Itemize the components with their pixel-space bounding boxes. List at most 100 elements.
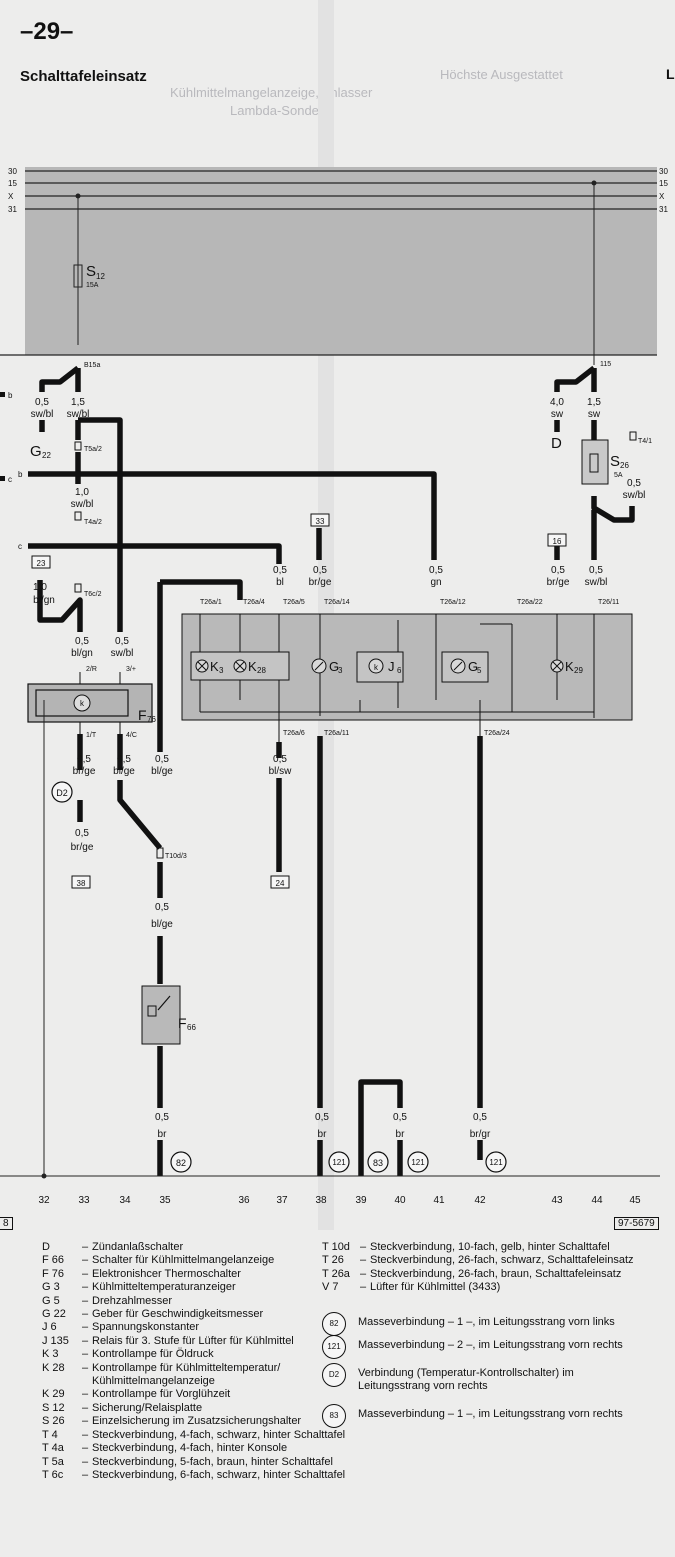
wire-w17-color: sw/bl xyxy=(585,577,608,588)
legend-left-item-text: Relais für 3. Stufe für Lüfter für Kühlm… xyxy=(92,1334,294,1347)
legend-left-item-dash: – xyxy=(82,1415,89,1428)
wire-w15-size: 0,5 xyxy=(429,565,443,576)
mass-text-d2: Verbindung (Temperatur-Kontrollschalter)… xyxy=(358,1367,574,1379)
legend-left-item-code: K 29 xyxy=(42,1388,65,1401)
component-g5-sub: 5 xyxy=(477,666,482,675)
wire-w15-color: gn xyxy=(430,577,441,588)
wire-w10-color: br/ge xyxy=(71,842,94,853)
wire-w13-color: bl xyxy=(276,577,284,588)
wire-line-b xyxy=(28,471,437,560)
junction-d2 xyxy=(51,781,73,803)
legend-left-item-dash xyxy=(82,1375,92,1388)
component-legend-right: T 10d–Steckverbindung, 10-fach, gelb, hi… xyxy=(322,1241,634,1295)
connector-t10d3-icon xyxy=(156,847,164,859)
ref-38: 38 xyxy=(77,879,86,888)
current-path-number: 42 xyxy=(474,1195,486,1206)
legend-left-item-code: K 28 xyxy=(42,1361,65,1374)
bus-lines xyxy=(0,170,657,356)
legend-right-item-row: T 26–Steckverbindung, 26-fach, schwarz, … xyxy=(322,1254,634,1267)
gauge-g5-needle xyxy=(453,661,463,671)
edge-label-c: c xyxy=(8,475,12,484)
legend-left-item-row: F 66–Schalter für Kühlmittelmangelanzeig… xyxy=(42,1254,345,1267)
mass-symbol-83: 83 xyxy=(322,1404,346,1428)
ground-83-label: 83 xyxy=(373,1158,383,1168)
connector-t5a2: T5a/2 xyxy=(84,446,102,453)
fuse-s12-name: S xyxy=(86,263,96,280)
legend-left-item-text: Steckverbindung, 4-fach, schwarz, hinter… xyxy=(92,1428,346,1441)
legend-left-item-code: T 5a xyxy=(42,1455,64,1468)
current-path-number: 40 xyxy=(394,1195,406,1206)
lamp-k3-cross xyxy=(197,661,207,671)
wire-w1-size: 0,5 xyxy=(35,397,49,408)
fuse-s26-box xyxy=(581,439,609,485)
legend-left-item-row: T 4a–Steckverbindung, 4-fach, hinter Kon… xyxy=(42,1442,345,1455)
connector-t26a4: T26a/4 xyxy=(243,599,265,606)
legend-left-item-text: Kontrollampe für Öldruck xyxy=(92,1348,214,1361)
current-path-number: 43 xyxy=(551,1195,563,1206)
legend-right-item-dash: – xyxy=(360,1267,367,1280)
f76-sensor-letter: k xyxy=(80,699,85,708)
bus-junction-s12 xyxy=(75,193,81,199)
current-path-number: 38 xyxy=(315,1195,327,1206)
wire-w22-size: 4,0 xyxy=(550,397,564,408)
wire-w12-size: 0,5 xyxy=(155,1112,169,1123)
wire-w21-color: br/gr xyxy=(470,1129,491,1140)
connector-markers xyxy=(74,431,637,859)
wire-w17-size: 0,5 xyxy=(589,565,603,576)
connector-t26a11: T26a/11 xyxy=(324,730,349,737)
connector-t4a2-icon xyxy=(74,511,82,521)
legend-left-item-dash: – xyxy=(82,1254,89,1267)
terminal-115: 115 xyxy=(600,361,611,368)
page-title: Schalttafeleinsatz xyxy=(20,68,147,85)
legend-left-item-row: J 135–Relais für 3. Stufe für Lüfter für… xyxy=(42,1335,345,1348)
legend-left-item-code: F 66 xyxy=(42,1254,65,1267)
connector-t26a14: T26a/14 xyxy=(324,599,350,606)
relay-plate-area xyxy=(25,167,657,355)
wire-w2-size: 1,5 xyxy=(71,397,85,408)
legend-left-item-text: Steckverbindung, 6-fach, schwarz, hinter… xyxy=(92,1468,346,1481)
wire-w16-size: 0,5 xyxy=(551,565,565,576)
ground-junction-left xyxy=(41,1173,47,1179)
wire-w3-color: sw/bl xyxy=(71,499,94,510)
wire-w23-size: 1,5 xyxy=(587,397,601,408)
wire-w19-size: 0,5 xyxy=(315,1112,329,1123)
junction-d2-label: D2 xyxy=(56,788,68,798)
current-path-number: 44 xyxy=(591,1195,603,1206)
connector-f76-3p: 3/+ xyxy=(126,666,136,673)
legend-right-item-text: Steckverbindung, 26-fach, braun, Schaltt… xyxy=(370,1267,622,1280)
bus-label-15: 15 xyxy=(8,179,17,188)
wire-w11-color: bl/ge xyxy=(151,919,173,930)
current-path-number: 41 xyxy=(433,1195,445,1206)
connector-t26a6: T26a/6 xyxy=(283,730,305,737)
legend-left-item-code: F 76 xyxy=(42,1267,65,1280)
current-path-number: 35 xyxy=(159,1195,171,1206)
legend-right-item-row: T 10d–Steckverbindung, 10-fach, gelb, hi… xyxy=(322,1241,634,1254)
ref-23: 23 xyxy=(37,559,46,568)
component-f66-sub: 66 xyxy=(187,1023,196,1032)
bus-label-30-right: 30 xyxy=(659,167,668,176)
bus-junction-s26 xyxy=(591,180,597,186)
component-k29-name: K xyxy=(565,659,574,674)
mass-legend-83: 83 Masseverbindung – 1 –, im Leitungsstr… xyxy=(322,1404,623,1428)
wire-w8-color: bl/ge xyxy=(113,766,135,777)
wire-w23-color: sw xyxy=(588,409,601,420)
legend-right-item-text: Steckverbindung, 10-fach, gelb, hinter S… xyxy=(370,1241,610,1253)
wire-w7-color: br/ge xyxy=(73,766,96,777)
wire-w9-color: bl/ge xyxy=(151,766,173,777)
connector-t4a2: T4a/2 xyxy=(84,519,102,526)
edge-letter: L xyxy=(666,66,675,82)
component-f66-name: F xyxy=(178,1015,187,1031)
legend-left-item-row: K 28–Kontrollampe für Kühlmitteltemperat… xyxy=(42,1362,345,1375)
legend-left-item-code: J 135 xyxy=(42,1334,69,1347)
wire-bl-ge-top xyxy=(160,579,243,600)
component-j6-sub: 6 xyxy=(397,666,402,675)
legend-right-item-text: Lüfter für Kühlmittel (3433) xyxy=(370,1281,501,1294)
drawing-number: 97-5679 xyxy=(614,1217,659,1230)
wire-to-d xyxy=(554,365,596,392)
connector-t26a22: T26a/22 xyxy=(517,599,543,606)
wire-w5-color: bl/gn xyxy=(71,648,93,659)
legend-right-item-text: Steckverbindung, 26-fach, schwarz, Schal… xyxy=(370,1254,634,1267)
legend-left-item-row: J 6–Spannungskonstanter xyxy=(42,1321,345,1334)
mass-legend-82: 82 Masseverbindung – 1 –, im Leitungsstr… xyxy=(322,1312,615,1336)
connector-t5a2-icon xyxy=(74,441,82,451)
